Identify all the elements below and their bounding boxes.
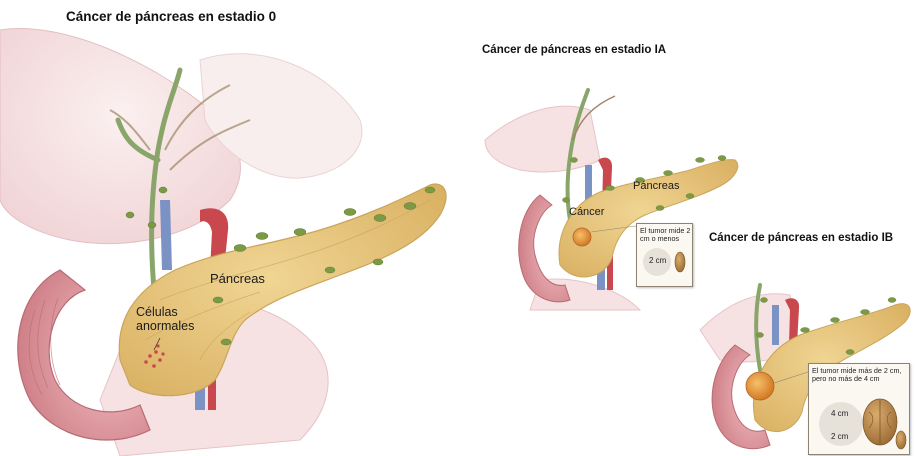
stageIA-size-callout: El tumor mide 2 cm o menos 2 cm bbox=[636, 223, 693, 287]
peanut-icon-ib bbox=[896, 431, 906, 449]
stageIB-title: Cáncer de páncreas en estadio IB bbox=[709, 232, 893, 244]
stageIB-dimension-2cm: 2 cm bbox=[831, 432, 848, 441]
abnormal-cells-label-line1: Células bbox=[136, 305, 178, 319]
stage0-pancreas-label: Páncreas bbox=[210, 271, 265, 286]
stageIA-title: Cáncer de páncreas en estadio IA bbox=[482, 44, 666, 56]
stageIA-cancer-label: Cáncer bbox=[569, 206, 604, 218]
abnormal-cells-label-line2: anormales bbox=[136, 319, 194, 333]
portal-vein bbox=[160, 200, 172, 270]
stageIB-size-callout: El tumor mide más de 2 cm, pero no más d… bbox=[808, 363, 910, 455]
stageIA-pancreas-label: Páncreas bbox=[633, 180, 679, 192]
stageIB-size-comparison bbox=[809, 364, 909, 454]
peanut-icon bbox=[675, 252, 685, 272]
stageIB-dimension-4cm: 4 cm bbox=[831, 409, 848, 418]
stage0-illustration bbox=[0, 28, 446, 456]
ib-tumor bbox=[746, 372, 774, 400]
stageIA-dimension: 2 cm bbox=[649, 256, 666, 265]
stage0-title: Cáncer de páncreas en estadio 0 bbox=[66, 9, 276, 24]
ia-liver-tissue bbox=[485, 106, 600, 172]
ia-tumor bbox=[573, 228, 591, 246]
stageIA-size-comparison bbox=[637, 224, 692, 286]
stageIA-illustration bbox=[485, 90, 738, 310]
